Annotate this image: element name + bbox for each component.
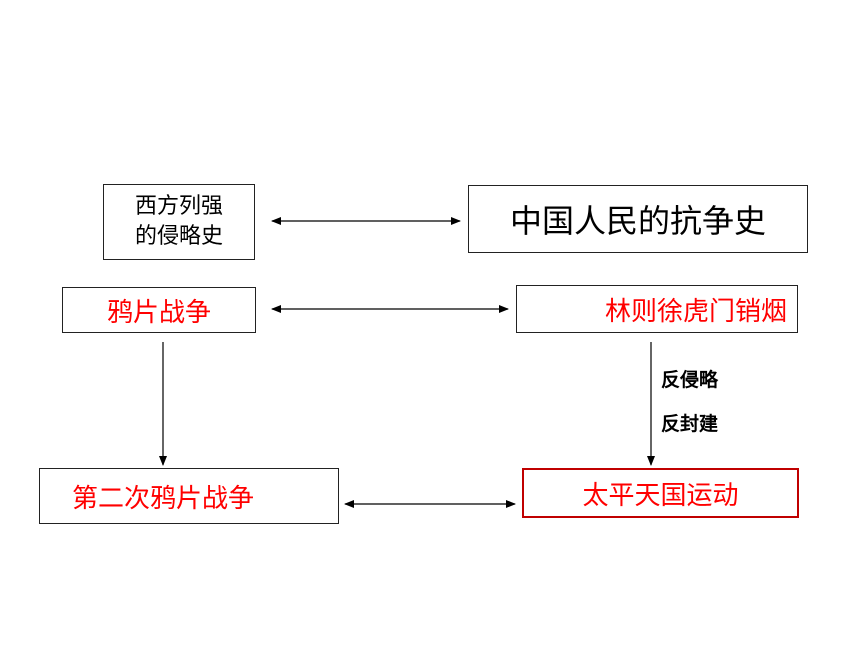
- annotation-anti-feudal: 反封建: [661, 413, 719, 435]
- node-lin-zexu: 林则徐虎门销烟: [516, 285, 798, 333]
- node-second-opium-war-label: 第二次鸦片战争: [72, 483, 255, 514]
- node-china-resistance: 中国人民的抗争史: [468, 185, 808, 253]
- node-china-resistance-label: 中国人民的抗争史: [509, 202, 766, 240]
- node-taiping: 太平天国运动: [522, 468, 799, 518]
- node-second-opium-war: 第二次鸦片战争: [39, 468, 339, 524]
- node-west-aggression: 西方列强 的侵略史: [103, 184, 255, 260]
- node-opium-war: 鸦片战争: [62, 287, 256, 333]
- node-west-aggression-line2: 的侵略史: [134, 224, 223, 249]
- node-opium-war-label: 鸦片战争: [106, 297, 211, 328]
- node-west-aggression-line1: 西方列强: [134, 194, 223, 219]
- node-lin-zexu-label: 林则徐虎门销烟: [604, 296, 787, 327]
- node-taiping-label: 太平天国运动: [582, 480, 739, 511]
- annotation-anti-aggression: 反侵略: [661, 369, 719, 391]
